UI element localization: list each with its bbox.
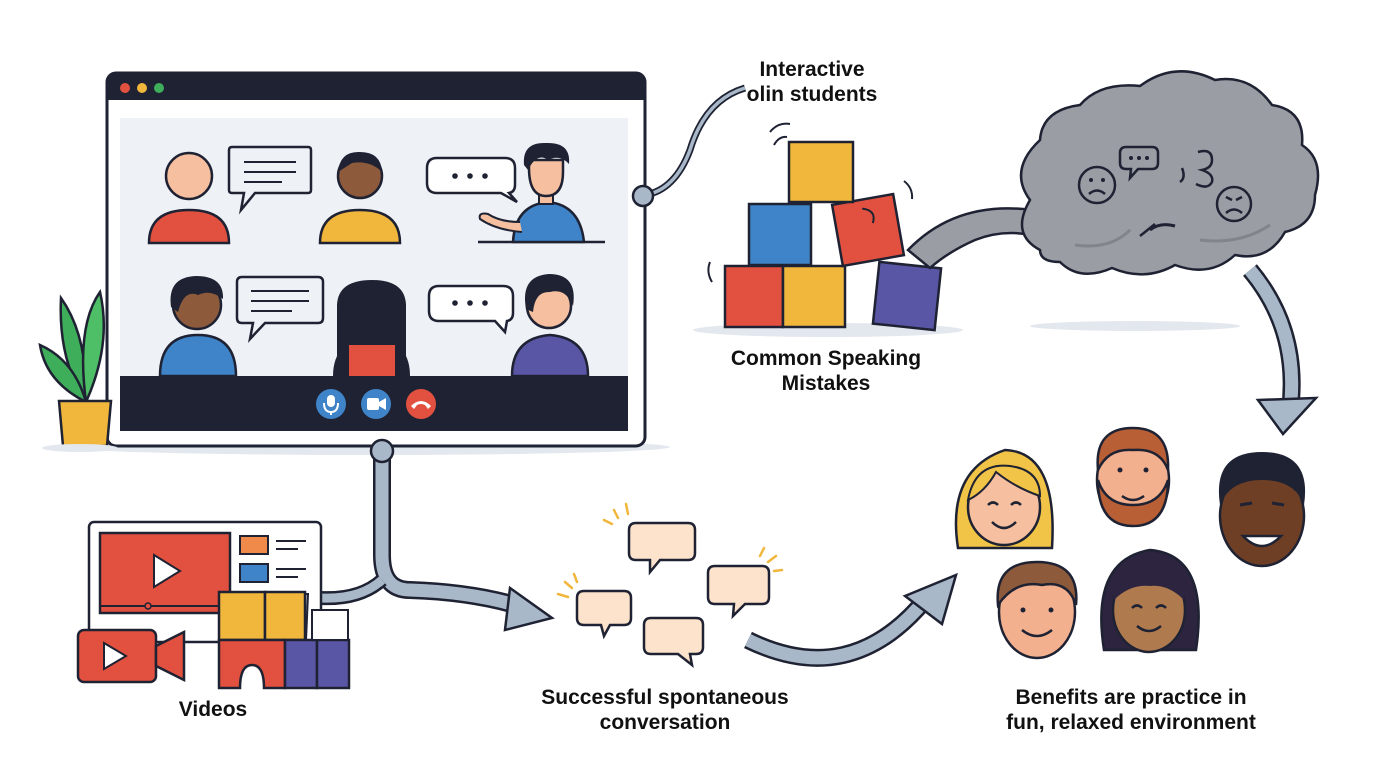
label-benefits: Benefits are practice in fun, relaxed en… [976,685,1286,735]
chat-bubble-3 [235,275,325,343]
face-dark-skin [1218,452,1306,568]
conversation-bubbles [556,502,784,669]
worry-cloud [906,70,1320,331]
mic-icon[interactable] [316,389,346,419]
label-interactive: Interactive olin students [712,57,912,107]
video-camera-icon [76,628,186,684]
participant-4 [158,276,238,378]
chat-bubble-2 [425,156,518,204]
participant-3 [478,142,605,244]
face-curly-hair [1100,548,1200,654]
label-conversation: Successful spontaneous conversation [515,685,815,735]
label-interactive-line1: Interactive [759,58,865,81]
face-blonde [954,448,1054,550]
connector-node-bottom [369,438,395,464]
mistake-blocks [693,122,963,337]
face-bearded [1095,426,1171,528]
confused-face-icon [1179,149,1214,188]
scribble-icon [1139,223,1176,237]
video-blocks [217,590,351,690]
label-conversation-line1: Successful spontaneous [541,686,789,709]
label-interactive-line2: olin students [746,83,878,106]
sad-face-icon [1077,165,1117,205]
label-mistakes: Common Speaking Mistakes [696,346,956,396]
arrow-window-to-conversation [373,452,518,614]
participant-5 [333,280,410,376]
label-mistakes-line2: Mistakes [781,372,871,395]
frown-face-icon [1215,185,1253,223]
potted-plant [38,288,118,452]
chat-bubble-4 [427,284,515,335]
video-call-window [70,71,670,455]
window-dot-red[interactable] [120,83,130,93]
label-videos-text: Videos [178,698,248,721]
connector-node-window [631,184,655,208]
participant-1 [147,151,231,245]
participant-6 [510,274,590,378]
label-mistakes-line1: Common Speaking [730,347,922,370]
hangup-icon[interactable] [406,389,436,419]
label-videos: Videos [143,697,283,722]
window-dot-green[interactable] [154,83,164,93]
face-young-man [996,560,1078,660]
participant-2 [318,151,402,245]
window-dot-yellow[interactable] [137,83,147,93]
label-benefits-line2: fun, relaxed environment [1006,711,1256,734]
chat-bubble-icon [1118,145,1160,182]
label-benefits-line1: Benefits are practice in [1015,686,1247,709]
camera-icon[interactable] [361,389,391,419]
label-conversation-line2: conversation [599,711,731,734]
chat-bubble-1 [227,145,313,215]
